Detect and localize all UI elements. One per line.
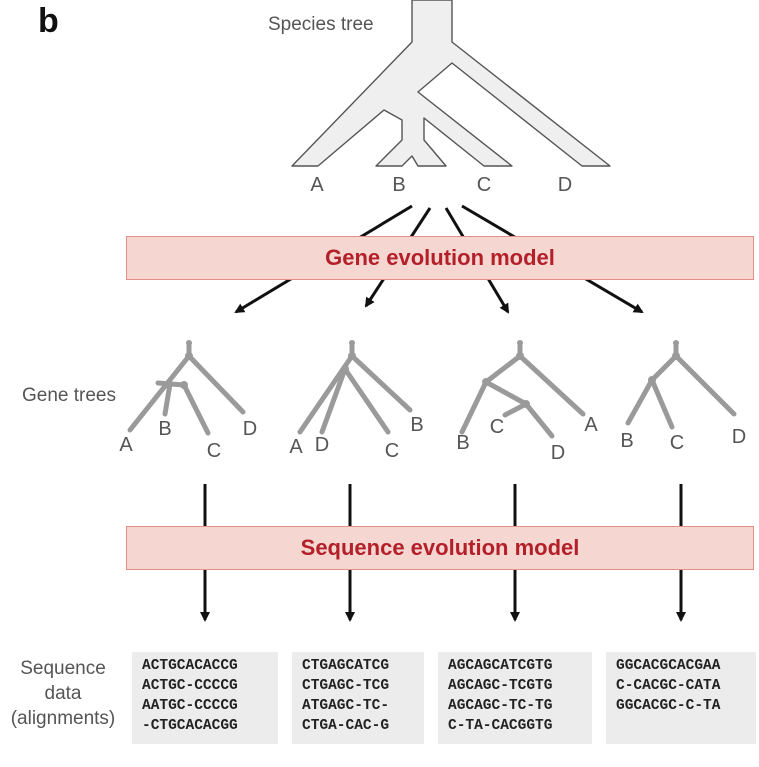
- sequence-data-label-line-3: (alignments): [10, 708, 116, 729]
- gene-tree-2-leaf-d: D: [314, 434, 330, 456]
- alignment-4-row-2: C-CACGC-CATA: [616, 678, 721, 694]
- alignment-4-row-3: GGCACGC-C-TA: [616, 698, 721, 714]
- species-leaf-d: D: [557, 174, 573, 196]
- gene-tree-4-leaf-b: B: [620, 430, 634, 452]
- gene-evolution-model-label: Gene evolution model: [325, 245, 555, 270]
- alignment-3-row-3: AGCAGC-TC-TG: [448, 698, 553, 714]
- sequence-data-label-line-1: Sequence: [20, 658, 106, 679]
- sequence-data-label-line-2: data: [44, 683, 82, 704]
- species-tree-shape: [291, 0, 611, 167]
- gene-tree-1-leaf-a: A: [119, 434, 133, 456]
- gene-tree-2: [297, 340, 413, 435]
- gene-tree-1-leaf-d: D: [242, 418, 258, 440]
- species-tree-title: Species tree: [268, 14, 374, 35]
- gene-tree-1-leaf-c: C: [206, 440, 222, 462]
- sequence-data-label: Sequence data (alignments): [0, 656, 126, 731]
- alignment-box-3: AGCAGCATCGTG AGCAGC-TCGTG AGCAGC-TC-TG C…: [438, 652, 592, 744]
- gene-tree-1: [127, 340, 246, 436]
- alignment-3-row-4: C-TA-CACGGTG: [448, 718, 553, 734]
- alignment-box-2: CTGAGCATCG CTGAGC-TCG ATGAGC-TC- CTGA-CA…: [292, 652, 424, 744]
- sequence-evolution-model-label: Sequence evolution model: [300, 535, 580, 560]
- alignment-1-row-3: AATGC-CCCCG: [142, 698, 238, 714]
- species-leaf-c: C: [476, 174, 492, 196]
- alignment-2-row-3: ATGAGC-TC-: [302, 698, 390, 714]
- gene-evolution-model-box: Gene evolution model: [126, 236, 754, 280]
- gene-tree-4-leaf-d: D: [731, 426, 747, 448]
- alignment-box-1: ACTGCACACCG ACTGC-CCCCG AATGC-CCCCG -CTG…: [132, 652, 278, 744]
- gene-tree-2-leaf-a: A: [289, 436, 303, 458]
- alignment-2-row-1: CTGAGCATCG: [302, 658, 390, 674]
- gene-tree-3: [459, 340, 586, 439]
- gene-tree-2-leaf-b: B: [410, 414, 424, 436]
- alignment-1-row-4: -CTGCACACGG: [142, 718, 238, 734]
- gene-tree-3-leaf-d: D: [550, 442, 566, 464]
- gene-tree-3-leaf-a: A: [584, 414, 598, 436]
- alignment-box-4: GGCACGCACGAA C-CACGC-CATA GGCACGC-C-TA: [606, 652, 756, 744]
- gene-trees-label: Gene trees: [22, 385, 116, 406]
- gene-tree-3-leaf-c: C: [489, 416, 505, 438]
- sequence-evolution-model-box: Sequence evolution model: [126, 526, 754, 570]
- alignment-3-row-2: AGCAGC-TCGTG: [448, 678, 553, 694]
- species-leaf-a: A: [310, 174, 324, 196]
- gene-tree-4: [625, 340, 737, 430]
- alignment-1-row-2: ACTGC-CCCCG: [142, 678, 238, 694]
- panel-label: b: [38, 2, 59, 40]
- alignment-2-row-2: CTGAGC-TCG: [302, 678, 390, 694]
- gene-tree-1-leaf-b: B: [158, 418, 172, 440]
- gene-tree-2-leaf-c: C: [384, 440, 400, 462]
- alignment-1-row-1: ACTGCACACCG: [142, 658, 238, 674]
- alignment-4-row-1: GGCACGCACGAA: [616, 658, 721, 674]
- alignment-2-row-4: CTGA-CAC-G: [302, 718, 390, 734]
- alignment-3-row-1: AGCAGCATCGTG: [448, 658, 553, 674]
- gene-tree-4-leaf-c: C: [669, 432, 685, 454]
- species-leaf-b: B: [392, 174, 406, 196]
- gene-tree-3-leaf-b: B: [456, 432, 470, 454]
